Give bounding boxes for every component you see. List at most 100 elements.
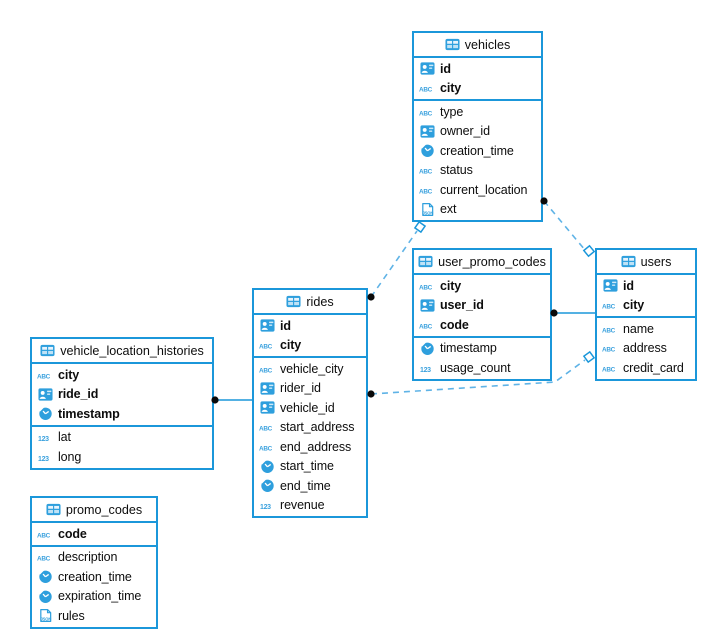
column-row-address: ABC address [597, 339, 695, 359]
table-header[interactable]: promo_codes [32, 498, 156, 523]
connection-dot [367, 390, 375, 398]
svg-text:ABC: ABC [419, 169, 433, 176]
connection-diamond [413, 220, 427, 234]
number-icon: 123 [419, 362, 436, 374]
table-icon [286, 294, 301, 309]
svg-text:ABC: ABC [37, 556, 51, 563]
column-row-creation_time: creation_time [414, 141, 541, 161]
column-name: address [623, 341, 667, 356]
column-name: city [280, 338, 302, 353]
string-icon: ABC [602, 323, 619, 335]
column-name: credit_card [623, 360, 684, 375]
column-name: rules [58, 608, 85, 623]
number-icon: 123 [259, 499, 276, 511]
svg-text:ABC: ABC [259, 367, 273, 374]
string-icon: ABC [259, 441, 276, 453]
string-icon: ABC [419, 184, 436, 196]
column-row-timestamp: timestamp [414, 339, 550, 359]
table-icon [40, 343, 55, 358]
column-name: id [623, 278, 634, 293]
column-row-code: ABC code [414, 315, 550, 335]
column-name: start_address [280, 420, 355, 435]
column-name: long [58, 449, 82, 464]
column-row-ride_id: ride_id [32, 385, 212, 405]
column-name: code [440, 317, 469, 332]
connector-rides-vehicles [370, 230, 418, 298]
svg-text:ABC: ABC [419, 284, 433, 291]
column-row-city: ABC city [254, 336, 366, 356]
column-name: city [58, 367, 80, 382]
column-row-vehicle_id: vehicle_id [254, 398, 366, 418]
column-name: type [440, 104, 464, 119]
columns-section: 123 lat 123 long [32, 424, 212, 468]
string-icon: ABC [37, 528, 54, 540]
table-name: vehicle_location_histories [60, 343, 204, 358]
number-icon: 123 [37, 451, 54, 463]
column-name: end_address [280, 439, 352, 454]
connection-diamond [582, 244, 596, 258]
column-name: vehicle_id [280, 400, 335, 415]
table-header[interactable]: user_promo_codes [414, 250, 550, 275]
table-name: promo_codes [65, 502, 143, 517]
string-icon: ABC [419, 82, 436, 94]
string-icon: ABC [259, 363, 276, 375]
svg-text:ABC: ABC [602, 347, 616, 354]
string-icon: ABC [419, 319, 436, 331]
column-row-end_time: end_time [254, 476, 366, 496]
table-header[interactable]: vehicles [414, 33, 541, 58]
column-row-id: id [414, 59, 541, 79]
column-name: id [440, 61, 451, 76]
string-icon: ABC [37, 369, 54, 381]
string-icon: ABC [419, 106, 436, 118]
column-name: city [623, 298, 645, 313]
column-row-city: ABC city [597, 296, 695, 316]
table-name: users [640, 254, 672, 269]
table-icon [621, 254, 636, 269]
uuid-icon [419, 124, 436, 139]
column-row-vehicle_city: ABC vehicle_city [254, 359, 366, 379]
string-icon: ABC [602, 299, 619, 311]
column-name: user_id [440, 298, 484, 313]
uuid-icon [419, 61, 436, 76]
column-row-owner_id: owner_id [414, 122, 541, 142]
table-header[interactable]: users [597, 250, 695, 275]
connection-dot [367, 293, 375, 301]
svg-text:ABC: ABC [419, 87, 433, 94]
table-icon [445, 37, 460, 52]
svg-text:JSON: JSON [40, 617, 51, 622]
table-header[interactable]: rides [254, 290, 366, 315]
column-name: vehicle_city [280, 361, 344, 376]
json-icon: JSON [37, 608, 54, 623]
string-icon: ABC [259, 339, 276, 351]
table-name: user_promo_codes [438, 254, 546, 269]
number-icon: 123 [37, 431, 54, 443]
svg-text:ABC: ABC [419, 110, 433, 117]
column-name: lat [58, 430, 71, 445]
table-header[interactable]: vehicle_location_histories [32, 339, 212, 364]
svg-text:ABC: ABC [602, 304, 616, 311]
svg-text:123: 123 [420, 367, 431, 374]
column-name: owner_id [440, 124, 490, 139]
column-name: timestamp [440, 341, 497, 356]
timestamp-icon [259, 478, 276, 493]
string-icon: ABC [37, 551, 54, 563]
string-icon: ABC [602, 362, 619, 374]
